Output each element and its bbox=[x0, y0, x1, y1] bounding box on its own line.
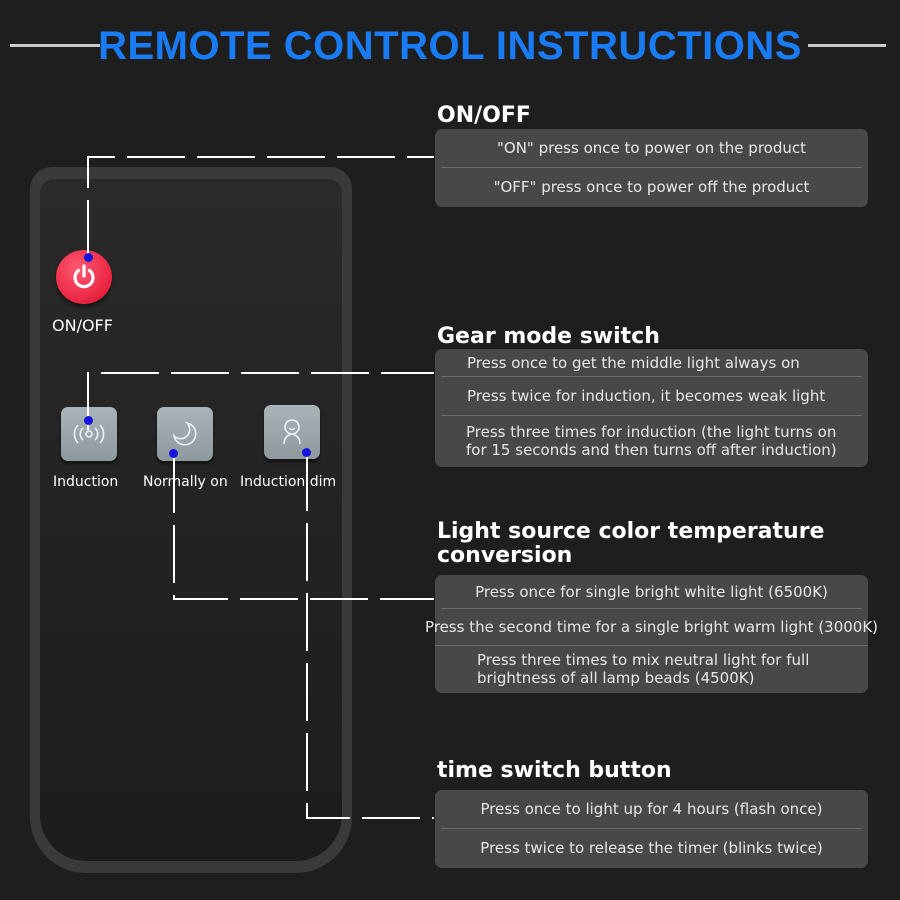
induction-button-label: Induction bbox=[53, 474, 119, 490]
power-button[interactable] bbox=[56, 250, 112, 304]
instruction-row: Press the second time for a single brigh… bbox=[425, 609, 878, 646]
instruction-row: Press three times to mix neutral light f… bbox=[477, 651, 810, 687]
power-button-label: ON/OFF bbox=[52, 316, 113, 335]
section-title-color-line2: conversion bbox=[437, 543, 573, 568]
power-icon bbox=[73, 264, 95, 289]
signal-icon bbox=[73, 424, 105, 444]
induction-dim-button-label: Induction dim bbox=[240, 474, 337, 490]
card-color: Press once for single bright white light… bbox=[425, 575, 878, 693]
connector-color bbox=[173, 455, 434, 600]
connector-gear bbox=[87, 372, 434, 430]
marker-dot bbox=[84, 253, 93, 262]
instruction-row: Press once for single bright white light… bbox=[441, 575, 862, 609]
connector-onoff bbox=[87, 156, 434, 258]
section-title-color-line1: Light source color temperature bbox=[437, 519, 825, 544]
card-gear: Press once to get the middle light alway… bbox=[435, 349, 868, 467]
connector-timer bbox=[306, 453, 434, 819]
marker-dot bbox=[84, 416, 93, 425]
instruction-row: Press three times for induction (the lig… bbox=[466, 423, 837, 459]
section-title-onoff: ON/OFF bbox=[437, 103, 531, 128]
section-title-timer: time switch button bbox=[437, 758, 672, 783]
marker-dot bbox=[169, 449, 178, 458]
section-title-color: Light source color temperature conversio… bbox=[437, 520, 824, 568]
title-rule-right bbox=[808, 44, 886, 47]
normally-on-button[interactable] bbox=[157, 407, 213, 461]
normally-on-button-label: Normally on bbox=[143, 474, 228, 490]
card-onoff: "ON" press once to power on the product … bbox=[435, 129, 868, 207]
instruction-row: Press twice for induction, it becomes we… bbox=[441, 377, 862, 416]
instruction-row: Press once to get the middle light alway… bbox=[441, 349, 862, 377]
moon-icon bbox=[172, 421, 197, 446]
instruction-row: Press once to light up for 4 hours (flas… bbox=[441, 790, 862, 829]
card-timer: Press once to light up for 4 hours (flas… bbox=[435, 790, 868, 868]
section-title-gear: Gear mode switch bbox=[437, 324, 660, 349]
instruction-row: Press twice to release the timer (blinks… bbox=[480, 839, 823, 857]
instruction-row: "ON" press once to power on the product bbox=[441, 129, 862, 168]
title-rule-left bbox=[10, 44, 100, 47]
person-icon bbox=[283, 419, 301, 445]
instruction-row: "OFF" press once to power off the produc… bbox=[493, 178, 810, 196]
marker-dot bbox=[302, 448, 311, 457]
page-title: REMOTE CONTROL INSTRUCTIONS bbox=[98, 24, 802, 68]
